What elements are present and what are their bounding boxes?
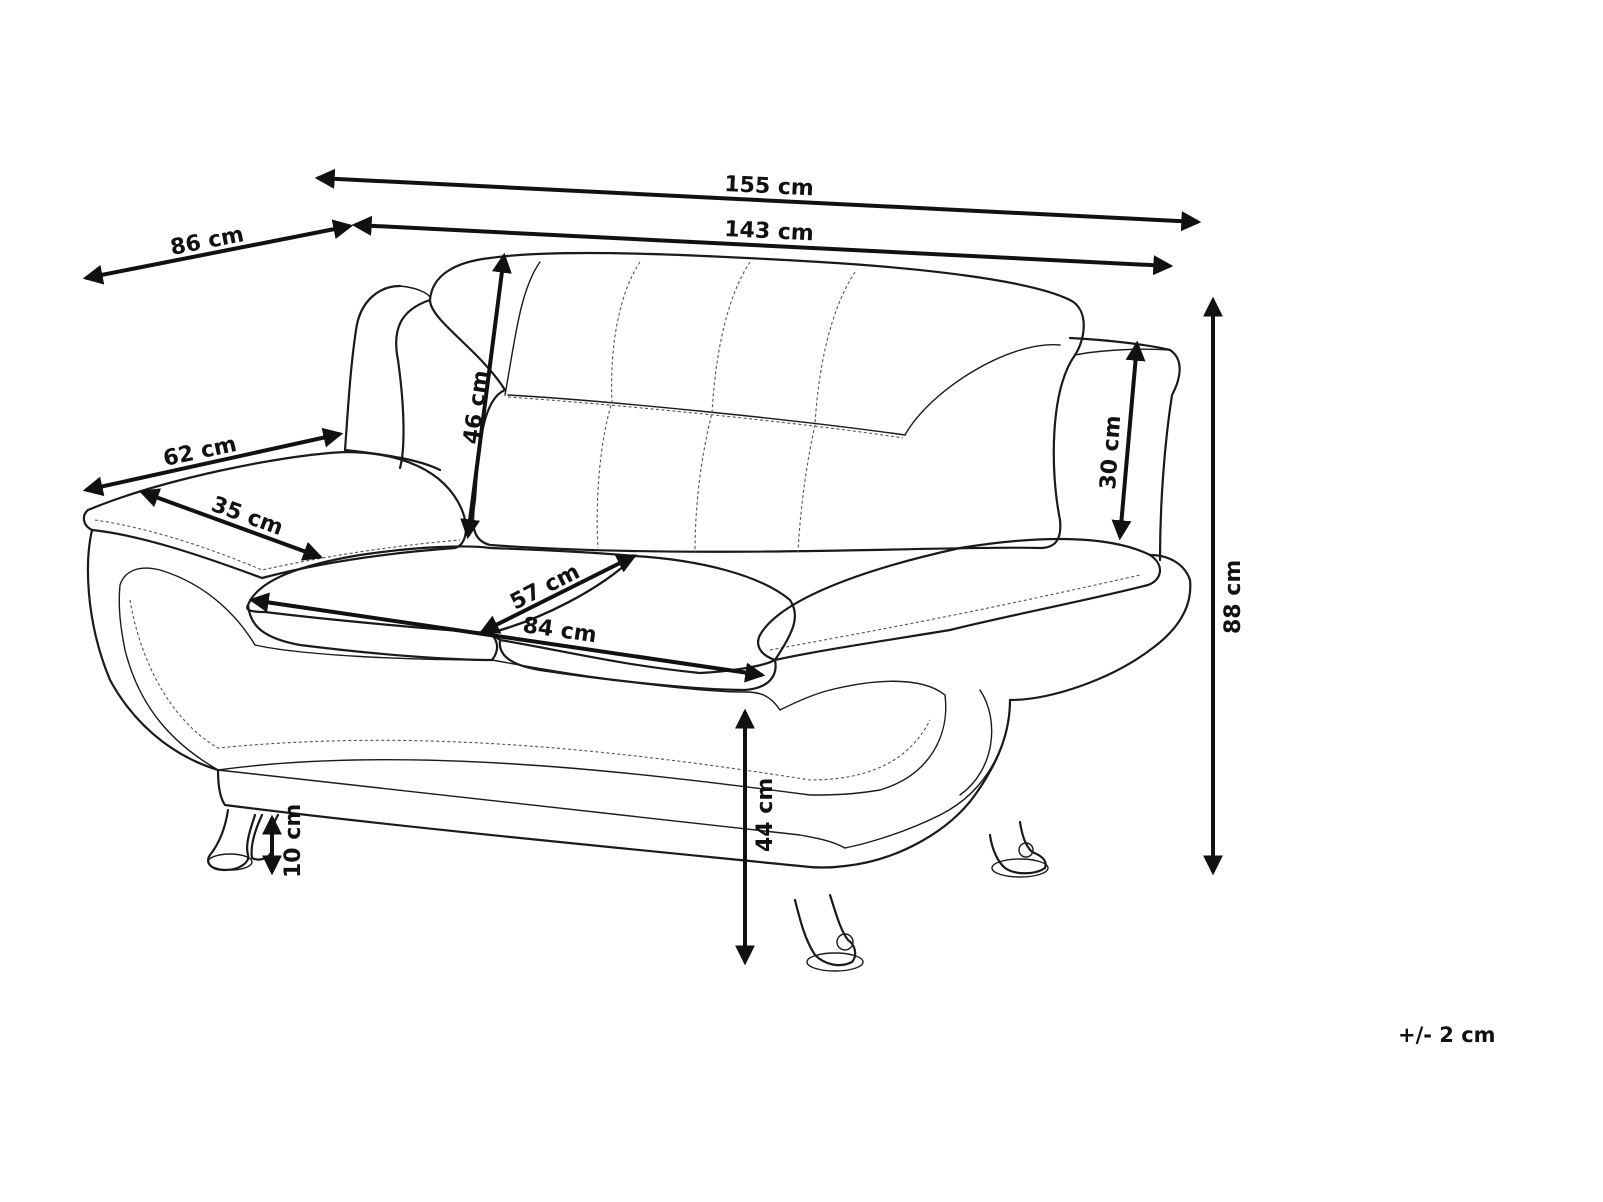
label-armrest-width: 35 cm — [208, 492, 286, 541]
dim-line-armrest-height — [1111, 340, 1146, 541]
dim-line-seat-back-width — [351, 215, 1174, 276]
tuft-seam-1 — [596, 261, 641, 549]
label-leg-height: 10 cm — [281, 804, 306, 878]
label-seat-height: 44 cm — [753, 778, 778, 852]
label-overall-height: 88 cm — [1221, 560, 1246, 634]
dim-line-overall-depth — [82, 219, 354, 285]
right-arm-front — [844, 699, 1011, 849]
left-armrest-post — [343, 284, 442, 472]
dim-line-backrest-height — [460, 252, 512, 540]
label-backrest-height: 46 cm — [459, 369, 494, 446]
dimension-lines — [82, 168, 1223, 966]
right-armrest-top — [757, 537, 1161, 662]
label-seat-back-width: 143 cm — [724, 217, 815, 246]
right-armrest-post — [1068, 336, 1181, 562]
dimension-labels: 155 cm 143 cm 86 cm 62 cm 35 cm 46 cm 30… — [161, 172, 1246, 878]
back-cushion — [428, 251, 1085, 553]
leg-front-left — [207, 808, 280, 872]
dim-line-armrest-width — [138, 488, 324, 561]
label-seat-depth: 57 cm — [506, 559, 584, 615]
dim-line-armrest-depth — [82, 427, 344, 497]
tuft-seam-3 — [797, 271, 856, 553]
dim-line-overall-width — [314, 168, 1202, 232]
tolerance-note: +/- 2 cm — [1398, 1023, 1496, 1047]
label-overall-width: 155 cm — [724, 172, 815, 201]
label-armrest-height: 30 cm — [1096, 415, 1126, 491]
leg-front-right — [793, 893, 864, 972]
tuft-seam-2 — [694, 261, 751, 553]
back-cushion-inner — [504, 261, 541, 396]
sofa-drawing — [82, 251, 1192, 972]
left-back-wing — [395, 298, 432, 470]
dim-line-seat-width — [248, 592, 766, 683]
tuft-seam-mid — [507, 396, 904, 439]
sofa-base — [86, 528, 1192, 869]
leg-back-right — [988, 820, 1049, 878]
